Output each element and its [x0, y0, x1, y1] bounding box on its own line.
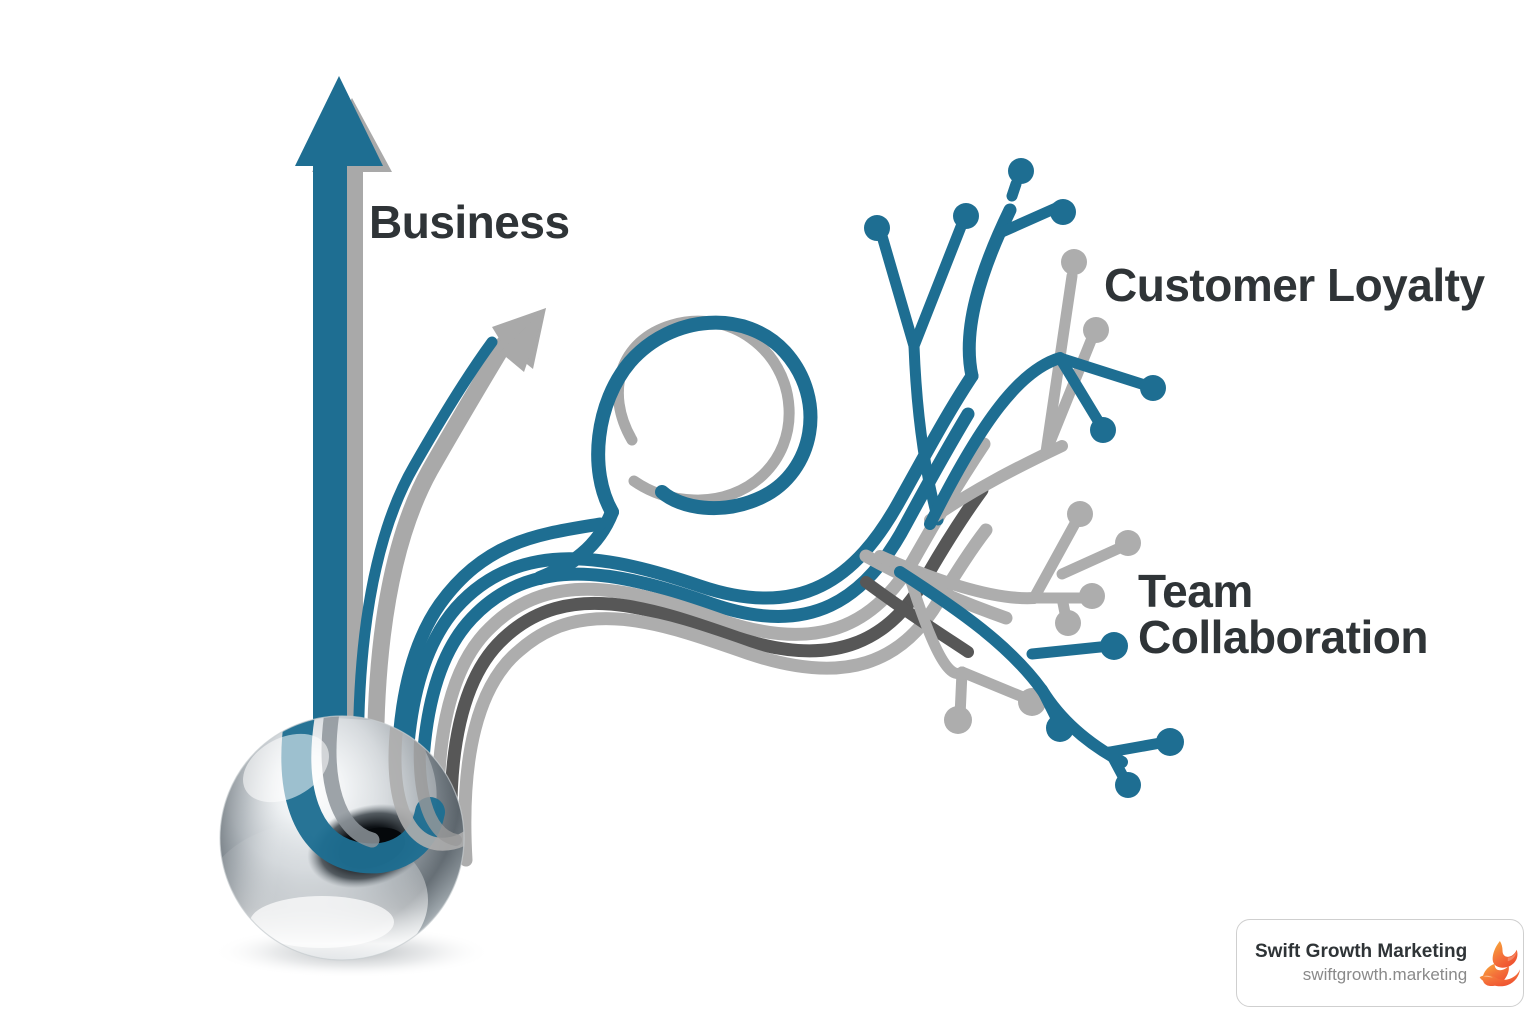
cl-node-gray	[1061, 249, 1087, 275]
brand-card[interactable]: Swift Growth Marketing swiftgrowth.marke…	[1236, 919, 1524, 1007]
cl-right-fork-a	[1054, 352, 1154, 392]
label-team: Team	[1138, 565, 1253, 617]
cl-right-fork-b	[1054, 352, 1106, 430]
cl-node-gray	[1083, 317, 1109, 343]
fox-logo-icon	[1479, 941, 1521, 987]
customer-loyalty-branch	[864, 158, 1166, 530]
ribbon-gray-1	[431, 437, 991, 863]
cl-right-stem	[924, 352, 1066, 530]
cl-node	[1008, 158, 1034, 184]
brand-text-block: Swift Growth Marketing swiftgrowth.marke…	[1255, 940, 1477, 986]
cl-left-fork-b	[908, 218, 968, 352]
label-collaboration: Collaboration	[1138, 611, 1428, 663]
tc-node-gray	[1055, 610, 1081, 636]
cl-node	[1090, 417, 1116, 443]
tc-gray-fork-up	[1028, 512, 1084, 604]
cl-node	[864, 215, 890, 241]
tc-node	[1100, 632, 1128, 660]
tc-blue-stem	[894, 566, 1048, 696]
ribbon-blue-1	[399, 369, 979, 859]
team-collaboration-branch	[874, 501, 1184, 798]
tc-gray-fork-mid	[1056, 540, 1130, 580]
tc-node-gray	[1067, 501, 1093, 527]
tc-node	[1115, 772, 1141, 798]
cl-left-stem	[908, 340, 944, 526]
ribbon-blue-2	[415, 407, 975, 861]
tc-blue-fork-right	[1026, 640, 1116, 660]
ribbon-gray-dark	[444, 483, 989, 865]
tc-node	[1156, 728, 1184, 756]
cl-gray-fork-b	[1040, 332, 1098, 458]
cl-node	[953, 203, 979, 229]
brand-url: swiftgrowth.marketing	[1302, 964, 1468, 984]
tc-gray-stem-main	[874, 550, 1040, 605]
tc-node-gray	[1115, 530, 1141, 556]
business-arrow-blue	[295, 76, 383, 812]
cl-left-fork-a	[876, 230, 920, 352]
label-customer-loyalty: Customer Loyalty	[1104, 259, 1485, 311]
tc-node-gray	[944, 706, 972, 734]
brand-name: Swift Growth Marketing	[1255, 941, 1468, 963]
label-business: Business	[369, 196, 570, 248]
cl-node	[1140, 375, 1166, 401]
tc-node-gray	[1079, 583, 1105, 609]
ribbon-bundle	[390, 369, 993, 867]
cl-node	[1050, 199, 1076, 225]
tc-gray-left-fork-b	[956, 666, 1036, 706]
cl-node-link-a	[996, 202, 1062, 238]
